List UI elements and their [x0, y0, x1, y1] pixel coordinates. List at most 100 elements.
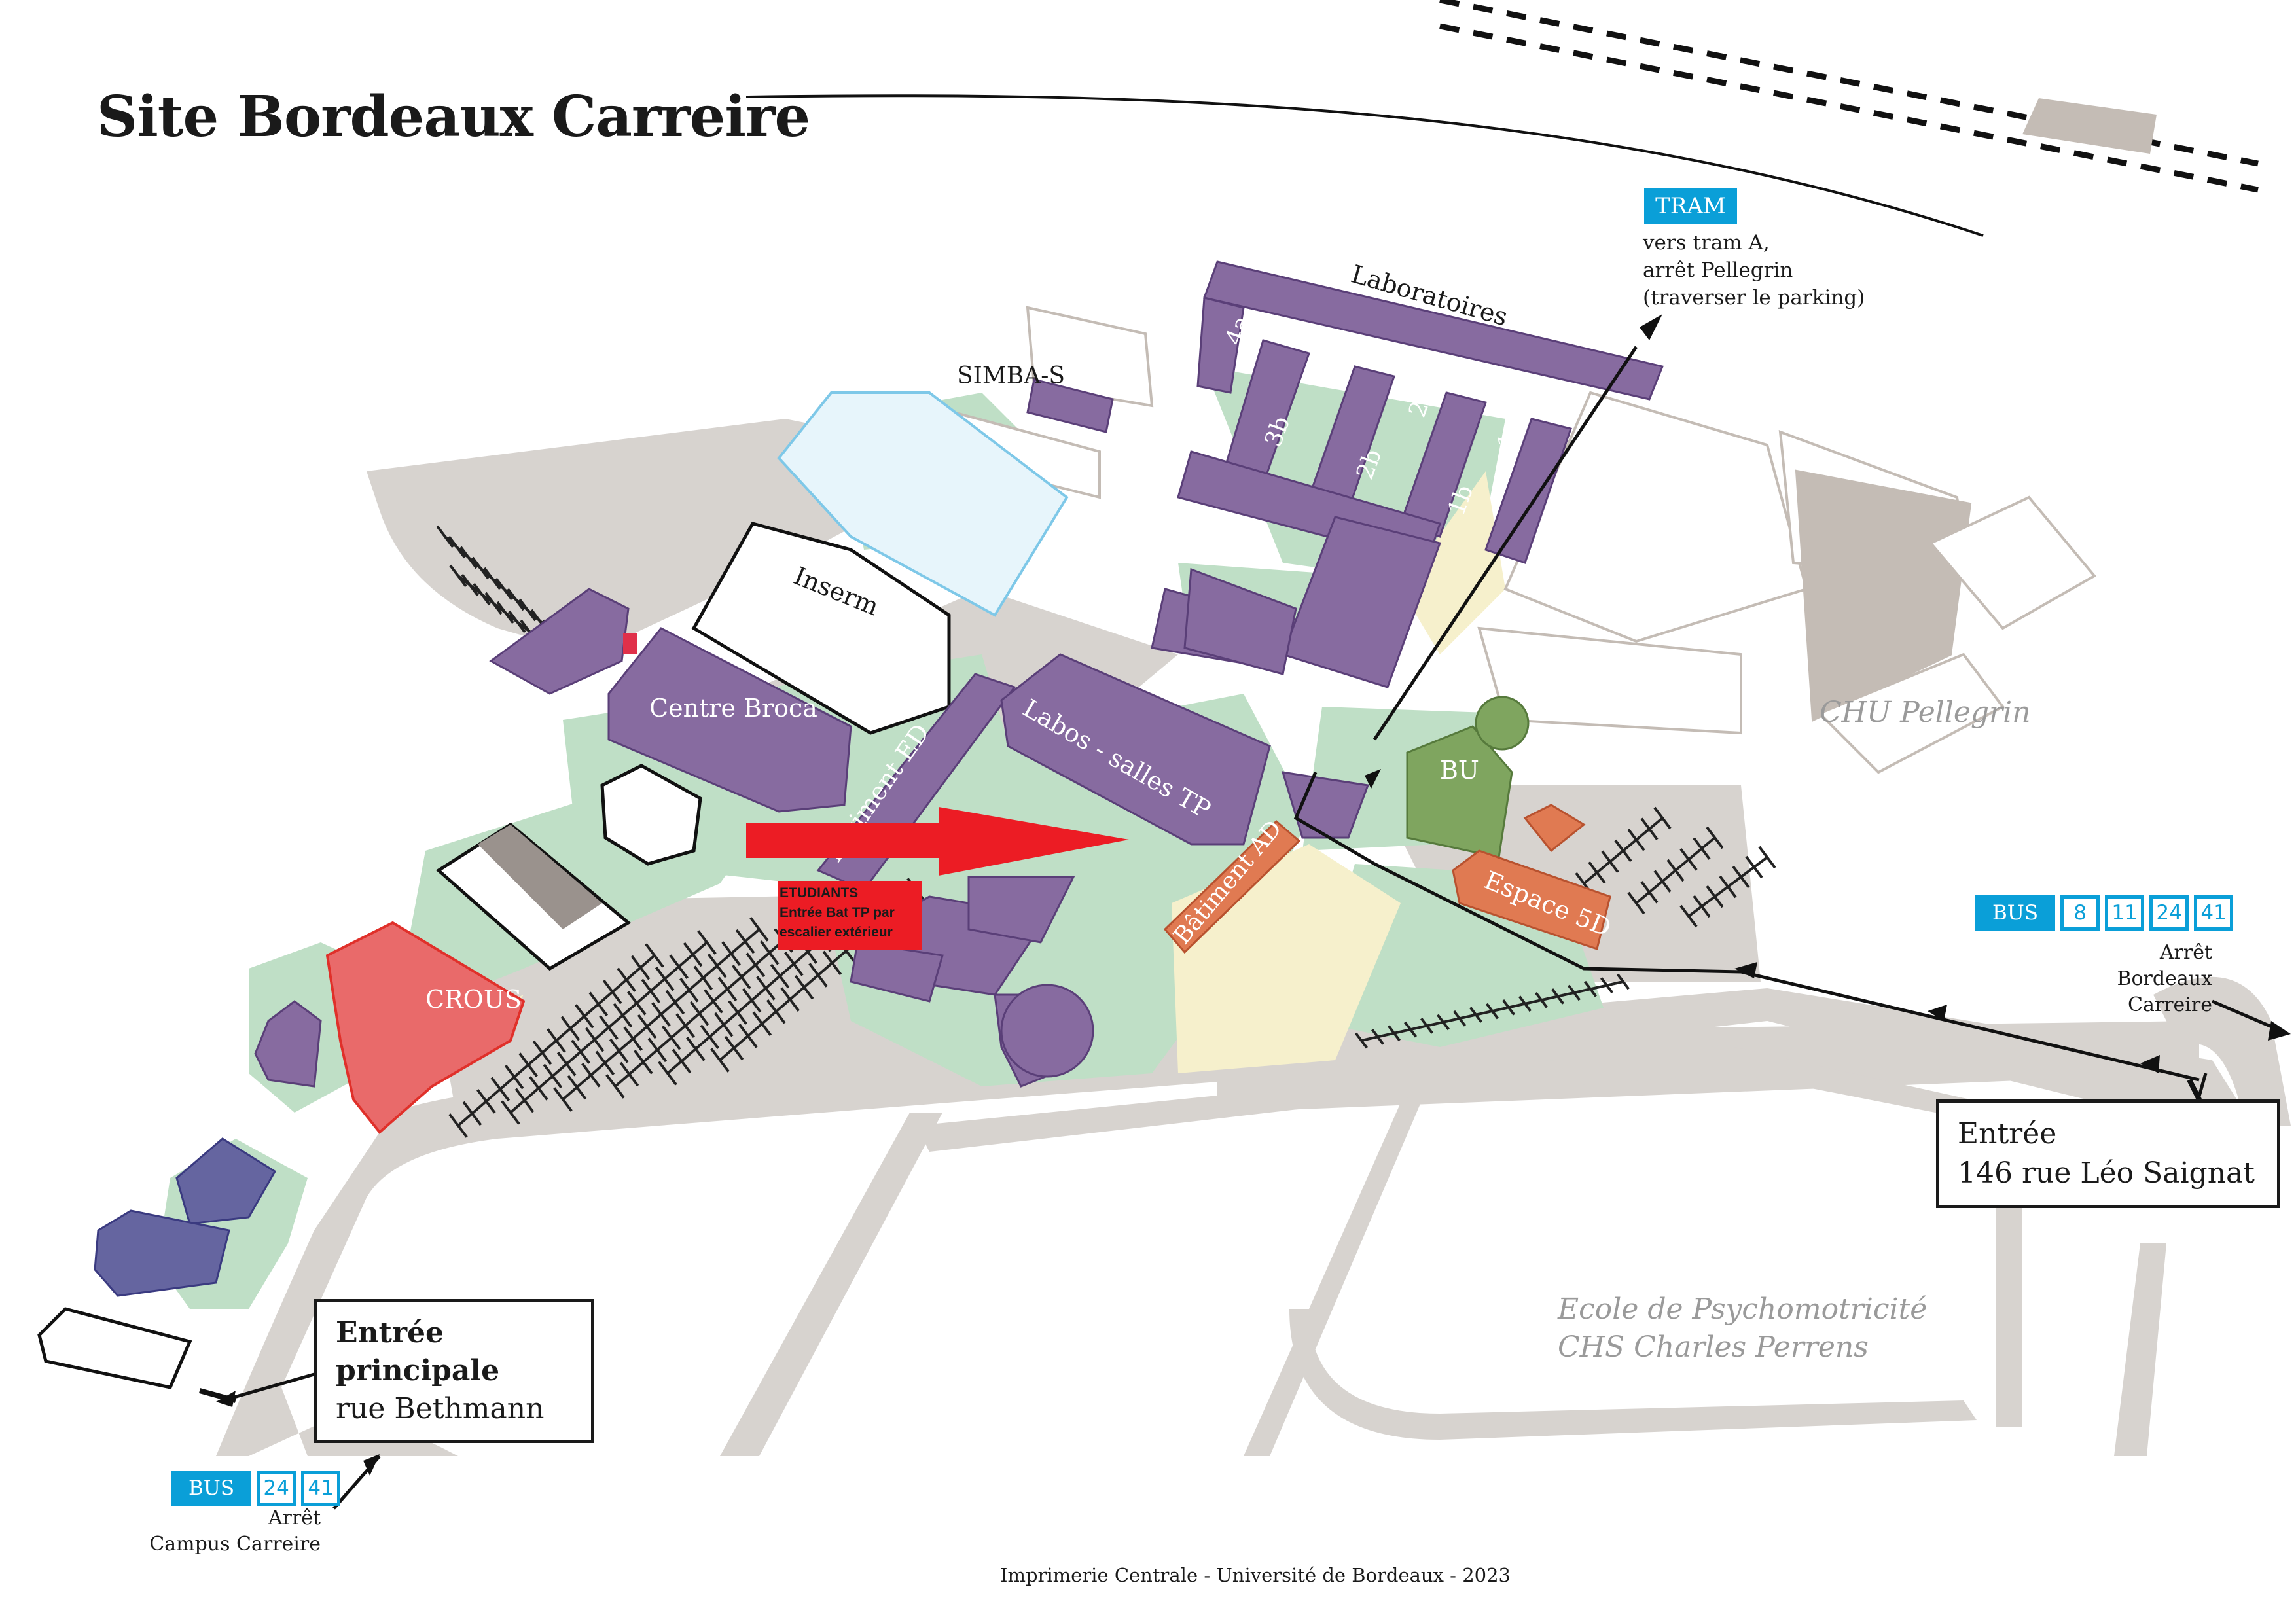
espace-5d-annex: [1523, 804, 1586, 853]
parking-space: [504, 1064, 524, 1090]
leo-saignat-entrance-address: 146 rue Léo Saignat: [1958, 1156, 2255, 1190]
parking-space: [1719, 875, 1737, 899]
main-entrance-box: Entrée principale rue Bethmann: [314, 1299, 594, 1443]
parking-space: [672, 1048, 692, 1074]
leo-saignat-entrance-box: Entrée 146 rue Léo Saignat: [1936, 1099, 2280, 1208]
ecole-line-1: Ecole de Psychomotricité: [1558, 1293, 1928, 1326]
student-note-line-2: Entrée Bat TP par: [780, 905, 895, 920]
parking-space: [599, 1015, 619, 1040]
parking-space: [1486, 1003, 1499, 1020]
parking-space: [619, 1061, 639, 1087]
bus-line-8: 8: [2060, 895, 2100, 931]
parking-space: [1614, 839, 1632, 863]
stop-line-1: Arrêt: [2159, 941, 2212, 964]
bus-stop-bordeaux-carreire-badges: BUS 8 11 24 41: [1975, 895, 2234, 931]
parking-space: [1679, 848, 1698, 871]
bu-label: BU: [1440, 756, 1479, 785]
parking-space: [560, 1016, 581, 1041]
tram-line-3: (traverser le parking): [1643, 286, 1865, 310]
parking-space: [1584, 980, 1597, 997]
stop-line-1: Arrêt: [268, 1507, 321, 1529]
parking-space: [1745, 855, 1763, 879]
parking-space: [507, 588, 525, 611]
white-annex: [37, 1307, 192, 1389]
parking-space: [1551, 988, 1564, 1005]
parking-space: [724, 1035, 744, 1061]
parking-space: [575, 1004, 594, 1029]
parking-space: [459, 546, 478, 569]
parking-space: [665, 990, 685, 1015]
parking-space: [617, 967, 636, 992]
parking-space: [613, 1003, 633, 1028]
white-tower: [600, 764, 702, 866]
chu-pellegrin-label: CHU Pellegrin: [1820, 696, 2031, 729]
parking-space: [1568, 984, 1581, 1001]
parking-space: [749, 917, 769, 942]
labos-tp-building: [1000, 653, 1271, 846]
parking-space: [1693, 895, 1711, 918]
parking-space: [1518, 995, 1532, 1012]
parking-space: [766, 999, 786, 1024]
parking-space: [686, 1037, 706, 1061]
tram-line-2: arrêt Pellegrin: [1643, 259, 1793, 282]
roads: [26, 419, 2291, 1456]
bus-stop-campus-carreire-label: Arrêt Campus Carreire: [105, 1505, 321, 1558]
parking-space: [683, 942, 703, 967]
stop-line-2: Campus Carreire: [149, 1533, 321, 1556]
main-entrance-title: Entrée principale: [336, 1316, 500, 1387]
student-note-line-3: escalier extérieur: [780, 925, 893, 940]
crous-building: [325, 921, 526, 1134]
parking-space: [732, 965, 751, 990]
parking-space: [647, 1037, 668, 1063]
stop-line-3: Carreire: [2128, 993, 2212, 1016]
bus-line-41: 41: [2194, 895, 2234, 931]
parking-space: [738, 1024, 758, 1048]
parking-space: [501, 1100, 520, 1125]
parking-space: [1388, 1025, 1401, 1042]
parking-space: [543, 1063, 563, 1089]
simba-label: SIMBA-S: [957, 363, 1065, 389]
purple-dome-building: [254, 1000, 322, 1088]
espace-5d-building: [1452, 849, 1611, 950]
bu-tower: [1475, 696, 1530, 751]
parking-space: [1758, 846, 1776, 869]
parking-space: [1601, 850, 1619, 873]
parking-space: [784, 952, 804, 976]
parking-space: [490, 1077, 511, 1102]
student-note-line-1: ETUDIANTS: [780, 885, 859, 901]
parking-space: [556, 1051, 577, 1077]
wing-3a-label: 3a: [1312, 351, 1348, 388]
sports-hall-roof: [478, 825, 602, 929]
parking-space: [697, 930, 717, 955]
parking-space: [630, 955, 651, 980]
parking-space: [461, 573, 479, 597]
parking-space: [532, 1040, 552, 1065]
railway-tracks: [1439, 0, 2259, 193]
parking-space: [641, 978, 661, 1004]
stop-line-2: Bordeaux: [2117, 967, 2212, 990]
bus-stop-bordeaux-carreire-label: Arrêt Bordeaux Carreire: [2081, 940, 2212, 1018]
parking-space: [675, 1013, 695, 1038]
chu-buildings: [927, 306, 2097, 774]
student-entrance-note: ETUDIANTS Entrée Bat TP par escalier ext…: [778, 881, 922, 950]
parking-space: [1653, 806, 1672, 830]
parking-space: [518, 1052, 538, 1077]
bus-badge: BUS: [171, 1471, 252, 1506]
parking-space: [436, 525, 454, 548]
parking-space: [476, 1089, 496, 1114]
parking-space: [780, 987, 800, 1012]
student-direction-arrow: [746, 807, 1129, 876]
parking-space: [658, 1061, 677, 1086]
tram-directions: vers tram A, arrêt Pellegrin (traverser …: [1643, 229, 1865, 312]
parking-space: [808, 963, 828, 988]
parking-space: [637, 1014, 657, 1039]
parking-space: [717, 976, 738, 1002]
parking-space: [1627, 829, 1645, 851]
parking-space: [571, 1039, 590, 1064]
rotunda-building: [1000, 984, 1094, 1078]
ecole-psychomotricite-label: Ecole de Psychomotricité CHS Charles Per…: [1558, 1291, 1927, 1366]
parking-space: [529, 1076, 548, 1101]
parking-space: [700, 1024, 720, 1050]
parking-space: [1404, 1021, 1417, 1038]
